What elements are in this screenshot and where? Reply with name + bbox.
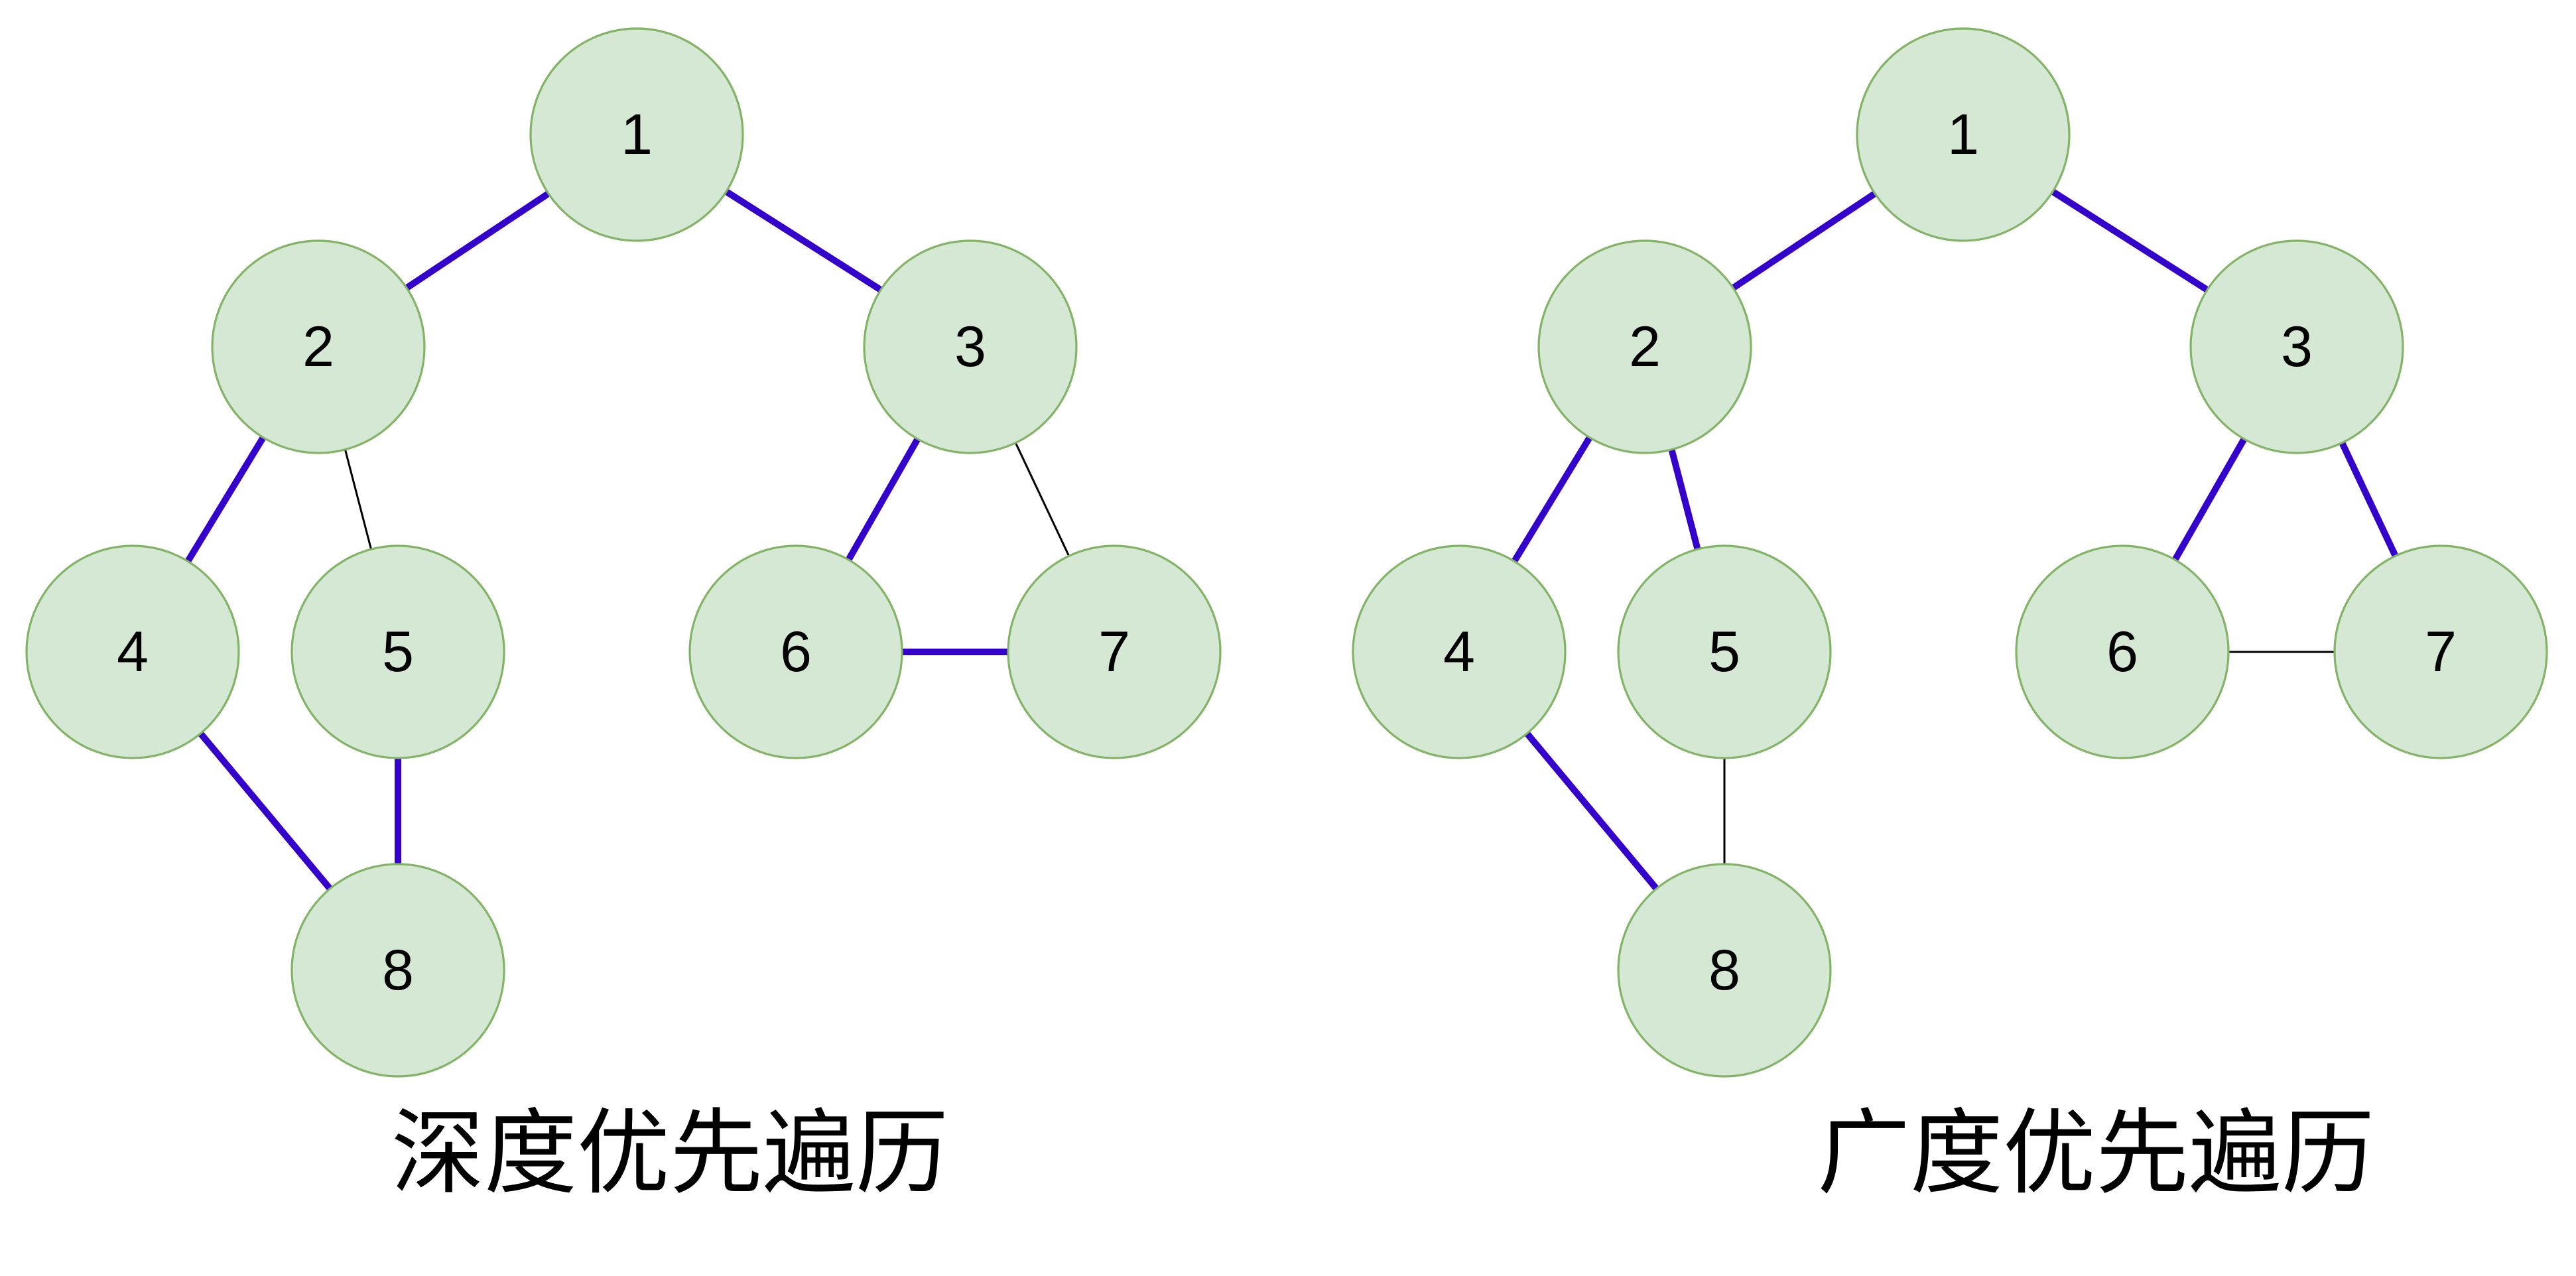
bfs-node-2: 2 — [1537, 239, 1752, 454]
dfs-node-circle-5 — [290, 544, 505, 759]
bfs-node-label-6: 6 — [2106, 620, 2138, 684]
dfs-node-2: 2 — [211, 239, 426, 454]
bfs-node-5: 5 — [1617, 544, 1832, 759]
dfs-node-3: 3 — [863, 239, 1078, 454]
bfs-node-circle-5 — [1617, 544, 1832, 759]
dfs-caption: 深度优先遍历 — [391, 1100, 948, 1208]
bfs-node-1: 1 — [1856, 27, 2071, 242]
bfs-node-circle-7 — [2333, 544, 2548, 759]
bfs-node-label-1: 1 — [1947, 103, 1979, 166]
dfs-node-label-2: 2 — [302, 315, 334, 379]
bfs-node-4: 4 — [1352, 544, 1567, 759]
dfs-edge-3-7 — [1014, 442, 1070, 556]
bfs-edge-2-5 — [1668, 448, 1701, 550]
bfs-node-circle-1 — [1856, 27, 2071, 242]
dfs-node-circle-1 — [529, 27, 744, 242]
dfs-node-circle-2 — [211, 239, 426, 454]
bfs-node-label-7: 7 — [2425, 620, 2457, 684]
dfs-node-5: 5 — [290, 544, 505, 759]
dfs-node-circle-4 — [25, 544, 240, 759]
dfs-node-label-8: 8 — [382, 938, 414, 1002]
bfs-node-6: 6 — [2015, 544, 2230, 759]
dfs-edge-1-2 — [405, 190, 550, 291]
bfs-node-label-2: 2 — [1629, 315, 1661, 379]
dfs-node-label-7: 7 — [1098, 620, 1130, 684]
bfs-caption: 广度优先遍历 — [1817, 1100, 2374, 1208]
bfs-node-circle-6 — [2015, 544, 2230, 759]
edges-layer — [184, 188, 2399, 891]
bfs-node-circle-8 — [1617, 863, 1832, 1078]
dfs-node-circle-6 — [688, 544, 903, 759]
dfs-edge-4-8 — [198, 731, 333, 891]
dfs-node-circle-3 — [863, 239, 1078, 454]
dfs-node-7: 7 — [1007, 544, 1222, 759]
bfs-node-label-5: 5 — [1708, 620, 1740, 684]
dfs-edge-2-4 — [184, 436, 267, 563]
bfs-node-3: 3 — [2189, 239, 2404, 454]
bfs-edge-4-8 — [1524, 731, 1659, 891]
bfs-edge-2-4 — [1511, 436, 1593, 563]
bfs-edge-1-3 — [2051, 188, 2209, 293]
dfs-node-circle-7 — [1007, 544, 1222, 759]
dfs-node-circle-8 — [290, 863, 505, 1078]
bfs-node-label-3: 3 — [2281, 315, 2313, 379]
bfs-edge-3-7 — [2339, 441, 2399, 558]
dfs-edge-3-6 — [846, 437, 921, 562]
bfs-edge-1-2 — [1731, 190, 1877, 291]
bfs-node-7: 7 — [2333, 544, 2548, 759]
nodes-layer: 1 2 3 4 5 6 7 8 1 2 3 4 5 6 7 8 — [25, 27, 2548, 1078]
bfs-node-8: 8 — [1617, 863, 1832, 1078]
dfs-node-8: 8 — [290, 863, 505, 1078]
bfs-node-circle-4 — [1352, 544, 1567, 759]
dfs-node-6: 6 — [688, 544, 903, 759]
bfs-node-label-8: 8 — [1708, 938, 1740, 1002]
bfs-node-circle-2 — [1537, 239, 1752, 454]
dfs-node-label-6: 6 — [780, 620, 812, 684]
bfs-node-label-4: 4 — [1443, 620, 1475, 684]
dfs-edge-1-3 — [724, 188, 883, 293]
bfs-node-circle-3 — [2189, 239, 2404, 454]
dfs-node-label-3: 3 — [954, 315, 986, 379]
dfs-node-label-1: 1 — [621, 103, 653, 166]
bfs-edge-3-6 — [2172, 437, 2247, 562]
dfs-node-label-4: 4 — [117, 620, 149, 684]
dfs-node-4: 4 — [25, 544, 240, 759]
dfs-node-label-5: 5 — [382, 620, 414, 684]
dfs-edge-2-5 — [344, 449, 373, 550]
dfs-node-1: 1 — [529, 27, 744, 242]
